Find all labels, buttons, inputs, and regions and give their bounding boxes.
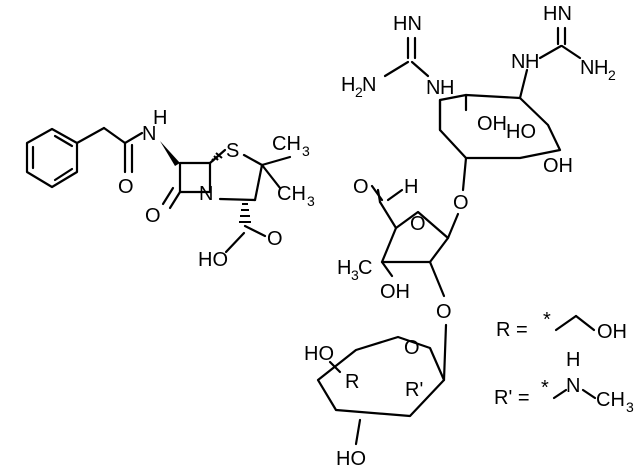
streptomycin-structure: HN H 2 N N H HN N H N H 2 OH HO OH O [304, 3, 616, 470]
hydroxyl-2: HO [506, 121, 536, 143]
legend-r-equals: R = [496, 319, 528, 341]
amide-oxygen: O [118, 176, 134, 198]
guanidine-1-amine-n: N [362, 74, 376, 96]
amide-nitrogen: N [142, 123, 156, 145]
r-group-label: R [345, 371, 359, 393]
carboxyl-hydroxyl: HO [198, 249, 228, 271]
guanidine-1-amine-h: H [341, 74, 355, 96]
streptose-ring [380, 210, 460, 264]
guanidine-2-nh-h: H [525, 51, 539, 73]
methyl-1-carbon: CH [272, 133, 301, 155]
junction-hatch [211, 152, 223, 162]
benzene-ring [25, 127, 79, 189]
lactam-oxygen: O [145, 205, 161, 227]
legend-r-star: * [543, 309, 551, 331]
guanidine-1-imine: HN [393, 13, 422, 35]
carboxyl-hatch [239, 203, 251, 223]
aldehyde-oxygen: O [353, 176, 369, 198]
ring-oxygen: O [410, 213, 426, 235]
methyl-h: H [337, 257, 351, 279]
linking-oxygen-2: O [436, 301, 452, 323]
hydroxyl-1: OH [477, 113, 507, 135]
amide-hydrogen: H [153, 107, 167, 129]
hydroxyl-4: OH [380, 281, 410, 303]
methyl-sub: 3 [351, 267, 359, 283]
r-prime-label: R' [405, 379, 423, 401]
methyl-2-subscript: 3 [307, 193, 315, 209]
legend-rp-equals: R' = [494, 387, 530, 409]
legend-rp-ch: CH [596, 389, 625, 411]
legend-rp-sub: 3 [626, 399, 634, 415]
guanidine-2-imine: HN [543, 3, 572, 25]
streptidine-ring [438, 68, 562, 160]
ring-nitrogen: N [199, 183, 213, 205]
legend-r-oh: OH [597, 321, 627, 343]
methyl-2-carbon: CH [277, 183, 306, 205]
ring-oxygen-2: O [404, 337, 420, 359]
methyl-1-subscript: 3 [302, 143, 310, 159]
guanidine-1-amine-sub: 2 [355, 84, 363, 100]
guanidine-2-amine-n: N [580, 57, 594, 79]
glucosamine-ring [316, 323, 448, 418]
legend-rp-star: * [541, 377, 549, 399]
guanidine-2-nh-n: N [511, 51, 525, 73]
hydroxyl-3: OH [543, 155, 573, 177]
hydroxyl-5: HO [304, 343, 334, 365]
sulfur-atom: S [226, 140, 239, 162]
guanidine-2-amine-h: H [594, 57, 608, 79]
guanidine-1-nh-n: N [426, 77, 440, 99]
methyl-c: C [358, 257, 372, 279]
r-group-legend: R = * OH R' = * N H CH 3 [494, 309, 634, 415]
hydroxyl-6: HO [336, 448, 366, 470]
aldehyde-hydrogen: H [404, 176, 418, 198]
guanidine-2-amine-sub: 2 [608, 67, 616, 83]
legend-rp-n: N [566, 375, 580, 397]
penicillin-structure: O N H O N S CH 3 CH 3 [25, 107, 315, 271]
carboxyl-oxygen: O [267, 228, 283, 250]
linking-oxygen-1: O [453, 192, 469, 214]
guanidine-1-nh-h: H [440, 77, 454, 99]
legend-rp-h: H [566, 349, 580, 371]
